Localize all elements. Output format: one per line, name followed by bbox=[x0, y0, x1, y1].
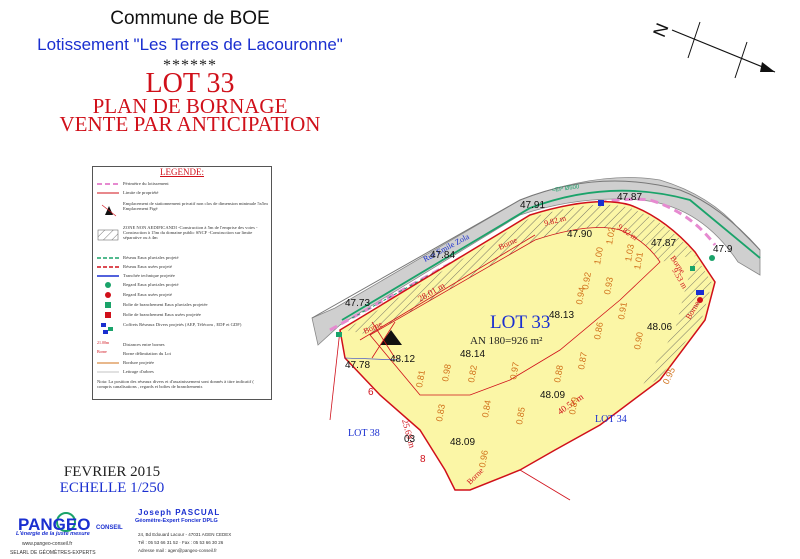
road-area bbox=[311, 177, 761, 346]
altitude-labels: 47.91 47.87 47.90 47.87 47.84 47.9 47.73… bbox=[345, 192, 733, 465]
svg-text:47.87: 47.87 bbox=[651, 238, 676, 249]
svg-text:0.88: 0.88 bbox=[552, 364, 565, 383]
svg-text:CONSEIL: CONSEIL bbox=[96, 525, 123, 531]
non-aedificandi-zone bbox=[345, 204, 695, 335]
legend-item: ZONE NON AEDIFICANDI -Construction à 5m … bbox=[93, 225, 271, 249]
legend-item: Borne Borne délimitation du Lot bbox=[97, 349, 171, 356]
scale-label: ECHELLE 1/250 bbox=[59, 480, 165, 496]
svg-text:48.13: 48.13 bbox=[549, 310, 574, 321]
surveyor-address: 24, Bd Edouard Lacour - 47031 AGEN CEDEX bbox=[138, 532, 232, 537]
legend-title: LEGENDE: bbox=[160, 167, 204, 177]
lot-title: LOT 33 bbox=[145, 68, 235, 99]
svg-text:0.81: 0.81 bbox=[414, 369, 427, 388]
svg-text:48.14: 48.14 bbox=[460, 349, 485, 360]
svg-text:47.9: 47.9 bbox=[713, 244, 733, 255]
svg-text:48.09: 48.09 bbox=[540, 390, 565, 401]
svg-text:48.12: 48.12 bbox=[390, 354, 415, 365]
legend-item: Réseau Eaux usées projeté bbox=[97, 264, 172, 269]
svg-text:0.91: 0.91 bbox=[616, 301, 629, 320]
road-border bbox=[311, 180, 761, 319]
legend-item: Coffrets Réseaux Divers projetés (AEP, T… bbox=[93, 321, 271, 337]
svg-text:0.84: 0.84 bbox=[480, 399, 493, 418]
svg-text:6: 6 bbox=[368, 387, 374, 398]
legend-item: Lettrage d'arbres bbox=[97, 369, 154, 374]
date-label: FEVRIER 2015 bbox=[63, 464, 161, 480]
svg-text:0.98: 0.98 bbox=[440, 363, 453, 382]
svg-text:0.96: 0.96 bbox=[477, 449, 490, 468]
legend-item: Réseau Eaux pluviales projeté bbox=[97, 255, 179, 260]
ep-label: <EP Ø500 bbox=[551, 184, 580, 194]
non-aedificandi-right bbox=[640, 255, 712, 390]
globe-icon bbox=[56, 512, 76, 532]
lot-33-parcel bbox=[339, 200, 716, 491]
svg-text:0.97: 0.97 bbox=[508, 361, 521, 380]
svg-text:1.00: 1.00 bbox=[592, 246, 605, 265]
legend-box: LEGENDE: Périmètre du lotissement Limite… bbox=[92, 166, 272, 400]
dim-line bbox=[344, 357, 401, 361]
company-type: SELARL DE GÉOMÈTRES-EXPERTS bbox=[10, 550, 96, 556]
svg-text:0.86: 0.86 bbox=[592, 321, 605, 340]
inner-line-top bbox=[359, 234, 536, 341]
lot-34-label: LOT 34 bbox=[595, 414, 627, 425]
slope-labels: 0.81 0.82 0.83 0.84 0.85 0.86 0.87 0.88 … bbox=[414, 226, 677, 468]
svg-text:47.84: 47.84 bbox=[430, 250, 455, 261]
legend-item: Limite de propriété bbox=[97, 190, 159, 195]
north-arrow-icon bbox=[671, 21, 776, 79]
svg-text:47.73: 47.73 bbox=[345, 298, 370, 309]
svg-text:8: 8 bbox=[420, 454, 426, 465]
svg-text:03: 03 bbox=[404, 434, 416, 445]
surveyor-title: Géomètre-Expert Foncier DPLG bbox=[135, 518, 218, 524]
svg-text:47.91: 47.91 bbox=[520, 200, 545, 211]
company-url: www.pangeo-conseil.fr bbox=[22, 541, 73, 547]
plan-title: PLAN DE BORNAGE bbox=[92, 94, 288, 118]
lot-label: LOT 33 bbox=[490, 312, 550, 333]
svg-text:1.03: 1.03 bbox=[623, 243, 636, 262]
legend-item: Périmètre du lotissement bbox=[97, 181, 169, 186]
network-symbols bbox=[336, 200, 715, 337]
area-label: AN 180=926 m² bbox=[470, 335, 543, 347]
svg-text:47.78: 47.78 bbox=[345, 360, 370, 371]
green-network-line bbox=[341, 189, 761, 321]
svg-text:0.82: 0.82 bbox=[466, 364, 479, 383]
vente-title: VENTE PAR ANTICIPATION bbox=[59, 112, 321, 136]
legend-item: 21.00m Distances entre bornes bbox=[97, 340, 165, 347]
legend-item: Bordure projetée bbox=[97, 360, 154, 365]
commune-title: Commune de BOE bbox=[110, 8, 270, 29]
svg-text:0.92: 0.92 bbox=[580, 271, 593, 290]
lotissement-title: Lotissement "Les Terres de Lacouronne" bbox=[37, 35, 343, 54]
surveyor-email: Adresse mail : agen@pangeo-conseil.fr bbox=[138, 548, 217, 553]
svg-text:47.90: 47.90 bbox=[567, 229, 592, 240]
legend-item: Emplacement de stationnement privatif no… bbox=[93, 201, 271, 221]
svg-text:0.89: 0.89 bbox=[567, 396, 580, 415]
legend-item: Regard Eaux pluviales projeté bbox=[93, 280, 271, 290]
company-slogan: L'énergie de la juste mesure bbox=[16, 531, 90, 537]
lot34-line bbox=[519, 469, 571, 501]
svg-text:0.85: 0.85 bbox=[514, 406, 527, 425]
legend-note: Nota: La position des réseaux divers et … bbox=[97, 379, 254, 389]
svg-text:0.94: 0.94 bbox=[574, 286, 587, 305]
svg-text:0.83: 0.83 bbox=[434, 403, 447, 422]
legend-item: Tranchée technique projetée bbox=[97, 273, 175, 278]
svg-text:47.87: 47.87 bbox=[617, 192, 642, 203]
surveyor-phone: Tél : 05 53 66 31 52 · Fax : 05 53 66 30… bbox=[138, 540, 224, 545]
surveyor-name: Joseph PASCUAL bbox=[138, 508, 221, 517]
svg-text:PANGEO: PANGEO bbox=[18, 515, 90, 534]
legend-item: Regard Eaux usées projeté bbox=[93, 290, 271, 300]
lot38-line bbox=[329, 329, 341, 421]
svg-text:1.01: 1.01 bbox=[632, 251, 645, 270]
north-label: N bbox=[649, 20, 672, 40]
svg-text:0.87: 0.87 bbox=[576, 351, 589, 370]
legend-item: Boîte de branchement Eaux usées projetée bbox=[93, 310, 271, 320]
lot-38-label: LOT 38 bbox=[348, 428, 380, 439]
legend-item: Boîte de branchement Eaux pluviales proj… bbox=[93, 300, 271, 310]
svg-text:0.93: 0.93 bbox=[602, 276, 615, 295]
svg-text:0.90: 0.90 bbox=[632, 331, 645, 350]
parking-icon bbox=[380, 330, 402, 345]
svg-text:48.06: 48.06 bbox=[647, 322, 672, 333]
pangeo-logo: PANGEO CONSEIL bbox=[18, 512, 123, 534]
separator-stars: ****** bbox=[163, 57, 217, 74]
svg-text:1.02: 1.02 bbox=[604, 226, 617, 245]
svg-text:48.09: 48.09 bbox=[450, 437, 475, 448]
